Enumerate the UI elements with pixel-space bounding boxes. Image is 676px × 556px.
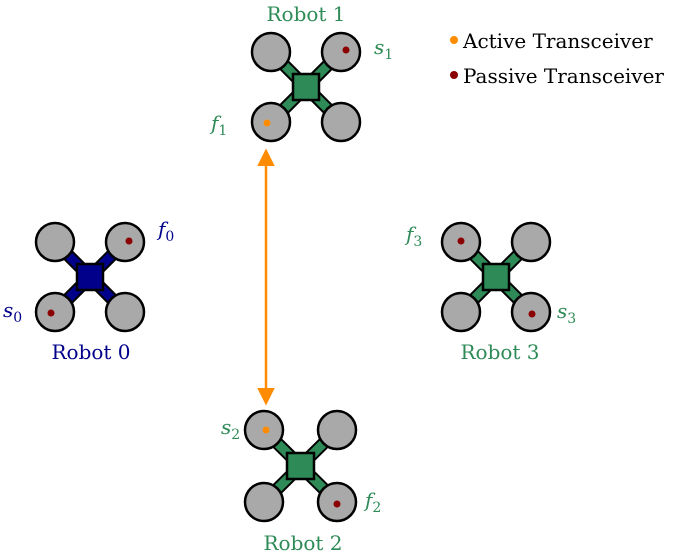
passive-transceiver-dot <box>457 237 465 245</box>
passive-transceiver-dot <box>528 310 536 318</box>
robot-name: Robot 2 <box>263 531 342 555</box>
rotor <box>104 221 146 263</box>
legend-passive-marker <box>450 71 458 79</box>
legend-active-marker <box>450 36 458 44</box>
transceiver-label: s2 <box>221 415 240 443</box>
robot-2: s2 f2 Robot 2 <box>221 409 381 555</box>
robot-3: f3 s3 Robot 3 <box>404 221 576 364</box>
transceiver-label: f1 <box>209 111 227 139</box>
legend: Active Transceiver Passive Transceiver <box>450 29 664 88</box>
robot-name: Robot 3 <box>460 340 539 364</box>
rotor <box>320 31 362 73</box>
robot-0-body <box>34 221 146 333</box>
transceiver-label: s0 <box>3 298 22 326</box>
transceiver-label: s3 <box>557 299 576 327</box>
robot-1: Robot 1 s1 f1 <box>209 2 393 143</box>
rotor <box>34 291 76 333</box>
passive-transceiver-dot <box>47 309 55 317</box>
passive-transceiver-dot <box>342 46 350 54</box>
robot-name: Robot 0 <box>51 340 130 364</box>
robot-hub <box>285 451 316 481</box>
rotor <box>250 101 292 143</box>
robot-3-body <box>440 221 552 333</box>
rotor <box>316 409 358 451</box>
transceiver-label: f2 <box>363 488 381 516</box>
robot-name: Robot 1 <box>266 2 345 26</box>
rotor <box>510 221 552 263</box>
legend-passive-label: Passive Transceiver <box>463 64 664 88</box>
rotor <box>320 101 362 143</box>
rotor <box>250 31 292 73</box>
robot-hub <box>75 262 105 292</box>
robot-hub <box>481 262 511 292</box>
transceiver-label: f0 <box>156 217 174 245</box>
rotor <box>34 221 76 263</box>
robot-0: f0 s0 Robot 0 <box>3 217 174 364</box>
transceiver-label: s1 <box>374 35 393 63</box>
active-transceiver-dot <box>262 426 270 434</box>
passive-transceiver-dot <box>333 500 341 508</box>
transceiver-label: f3 <box>404 222 422 250</box>
robot-2-body <box>243 409 358 523</box>
rotor <box>104 291 146 333</box>
rotor <box>243 481 285 523</box>
robot-hub <box>291 72 321 102</box>
active-transceiver-dot <box>263 119 271 127</box>
robot-1-body <box>250 31 362 143</box>
passive-transceiver-dot <box>125 237 133 245</box>
legend-active-label: Active Transceiver <box>462 29 653 53</box>
rotor <box>440 291 482 333</box>
